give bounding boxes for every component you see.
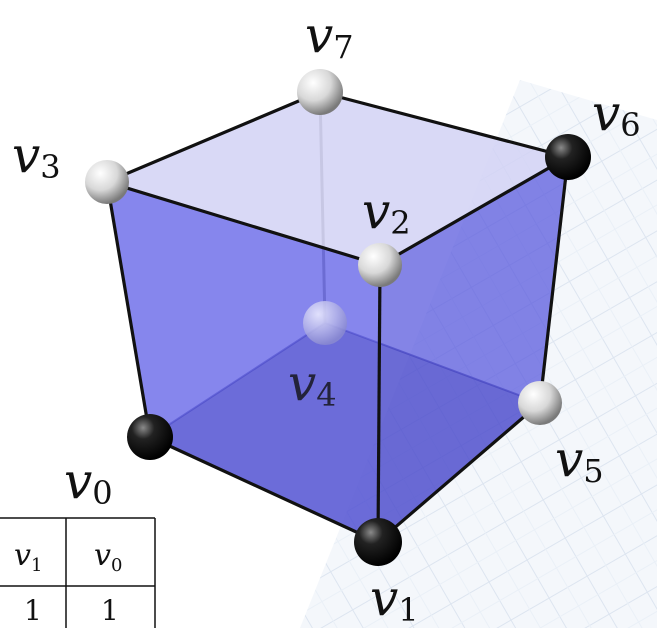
table-header-v1: v1: [14, 538, 42, 576]
vertex-label-v0: v0: [64, 452, 113, 512]
vertex-sphere-v1: [354, 518, 402, 566]
table-cell-v0: 1: [101, 594, 119, 627]
vertex-sphere-v2: [358, 243, 402, 287]
vertex-sphere-v3: [85, 160, 129, 204]
truth-table: v1 v0 1 1: [0, 517, 156, 628]
vertex-sphere-v4: [303, 301, 347, 345]
vertex-sphere-v7: [297, 69, 343, 115]
cube-left-face: [107, 182, 380, 542]
vertex-labels: v0 v1 v2 v3 v4 v5 v6 v7: [12, 6, 641, 628]
vertex-sphere-v6: [545, 134, 591, 180]
vertex-spheres: [85, 69, 591, 566]
vertex-label-v1: v1: [370, 569, 419, 628]
vertex-sphere-v5: [518, 381, 562, 425]
vertex-label-v6: v6: [592, 84, 641, 144]
cube-right-face: [378, 157, 568, 542]
table-cell-v1: 1: [24, 594, 42, 627]
vertex-label-v4: v4: [288, 354, 337, 414]
cube-bottom-face: [150, 323, 540, 542]
vertex-sphere-v0: [127, 414, 173, 460]
vertex-label-v2: v2: [362, 182, 411, 242]
vertex-label-v5: v5: [555, 430, 604, 490]
vertex-label-v3: v3: [12, 126, 61, 186]
table-header-v0: v0: [94, 538, 122, 576]
vertex-label-v7: v7: [305, 6, 354, 66]
